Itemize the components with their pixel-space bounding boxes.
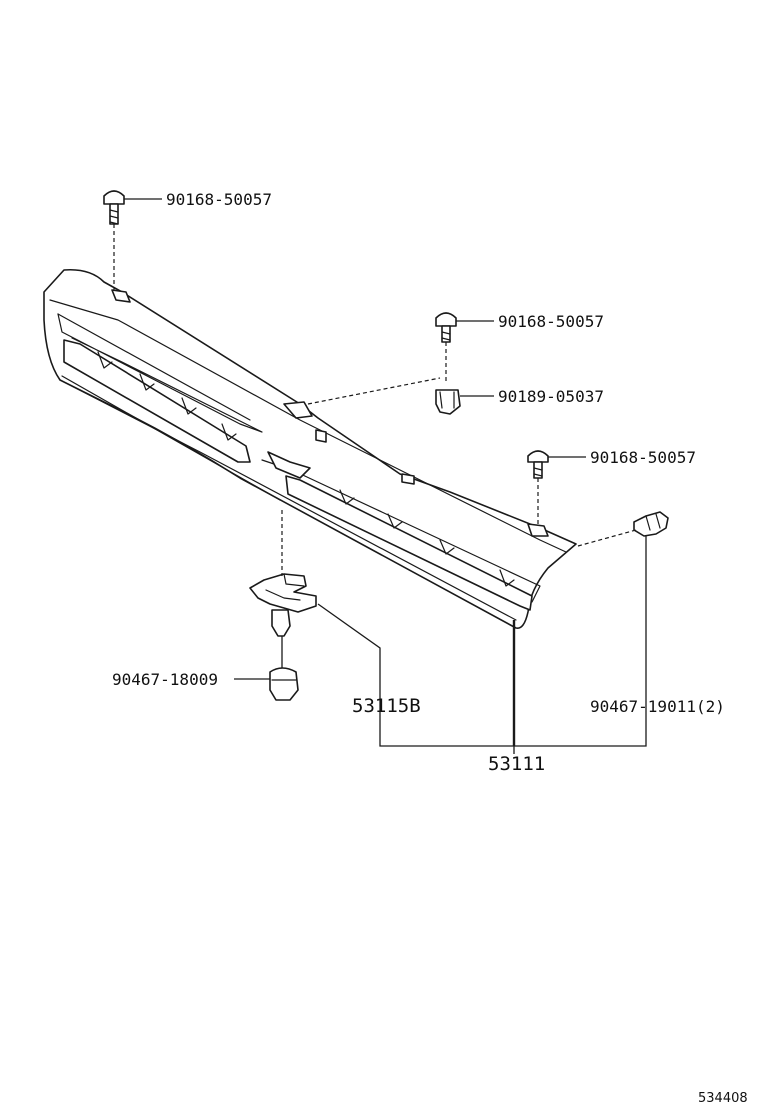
bolt-icon <box>103 190 125 225</box>
grille-leader <box>317 536 647 747</box>
nut-guide <box>307 377 441 405</box>
clip-icon <box>269 667 299 701</box>
bracket-icon <box>249 573 317 637</box>
label-bracket-clip: 90467-18009 <box>112 670 218 689</box>
clip-icon <box>633 511 669 537</box>
nut-icon <box>435 389 461 415</box>
diagram-id: 534408 <box>698 1091 748 1106</box>
label-bolt-mid: 90168-50057 <box>498 312 604 331</box>
bolt-icon <box>435 312 457 343</box>
label-bolt-right: 90168-50057 <box>590 448 696 467</box>
radiator-grille <box>43 268 577 629</box>
label-bracket: 53115B <box>352 695 421 717</box>
bolt-icon <box>527 450 549 479</box>
label-clip-right: 90467-19011(2) <box>590 697 725 716</box>
label-grille: 53111 <box>488 753 545 775</box>
label-nut: 90189-05037 <box>498 387 604 406</box>
label-bolt-top: 90168-50057 <box>166 190 272 209</box>
clip-right-guide <box>577 529 637 547</box>
